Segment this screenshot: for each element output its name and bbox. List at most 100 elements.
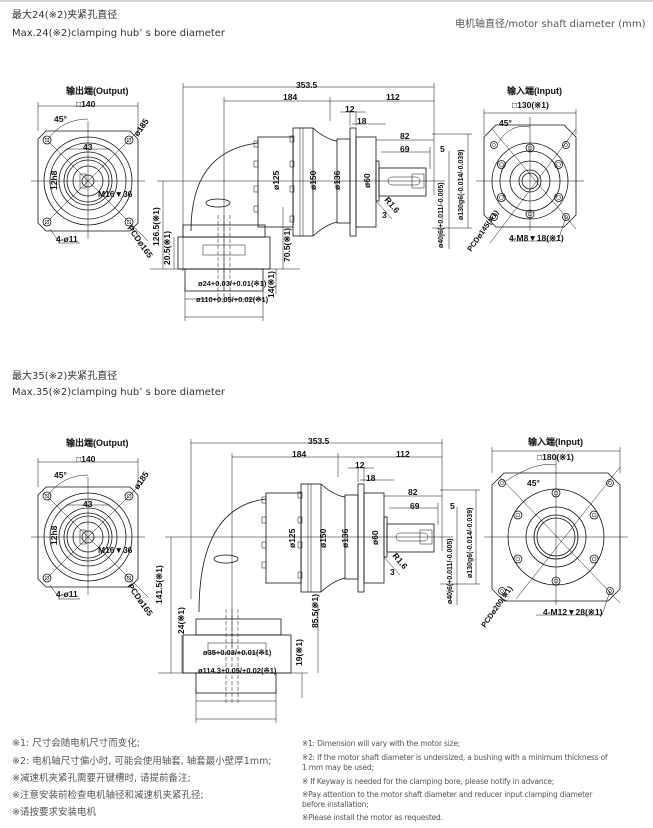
bolt-hole-icon: [513, 554, 523, 564]
mounting-hole-icon: [44, 219, 50, 225]
mounting-hole-icon: [124, 135, 134, 145]
input-view-title: 输入端(Input): [507, 85, 562, 96]
taper: [312, 127, 338, 237]
dim-bore: ø35+0.03/+0.01(※1): [203, 648, 272, 657]
mounting-hole-icon: [124, 217, 134, 227]
clamp-window: [207, 642, 267, 654]
mounting-hole-icon: [42, 135, 52, 145]
dim-112: 112: [396, 449, 410, 459]
input-square-dim: □180(※1): [537, 452, 574, 462]
mounting-hole-icon: [44, 575, 50, 581]
note-en-4: ※Pay attention to the motor shaft diamet…: [302, 790, 593, 799]
dim-h2: 20.5(※1): [162, 231, 172, 265]
note-en-2b: 1 mm may be used;: [302, 763, 374, 772]
bolt-hole-icon: [513, 510, 523, 520]
output-square-dim: □140: [76, 454, 96, 464]
bolt-head: [297, 516, 303, 524]
mounting-hole-icon: [42, 217, 52, 227]
mounting-hole-icon: [126, 219, 132, 225]
corner-hole-icon: [490, 141, 498, 149]
drawing-1-geometry: [31, 83, 584, 321]
input-shaft: [386, 523, 435, 553]
bolt-head: [261, 516, 267, 524]
diagonal: [489, 128, 577, 244]
dim-18: 18: [366, 473, 376, 483]
mounting-hole-icon: [44, 137, 50, 143]
input-angle: 45°: [499, 118, 512, 128]
dim-h1: 126.5(※1): [151, 207, 161, 246]
mounting-hole-icon: [126, 575, 132, 581]
dim-82: 82: [408, 487, 418, 497]
output-shaft-fit: 12h8: [49, 170, 59, 190]
output-view-title: 输出端(Output): [66, 437, 128, 448]
dim-d125: ø125: [287, 528, 297, 548]
dim-d136: ø136: [332, 170, 342, 190]
dim-d150: ø150: [308, 170, 318, 190]
note-cn-2: ※2: 电机轴尺寸偏小时, 可能会使用轴套, 轴套最小壁厚1mm;: [12, 756, 272, 767]
output-holes: 4-ø11: [56, 589, 78, 599]
leader: [601, 590, 611, 616]
bolt-hole-icon: [499, 162, 504, 167]
note-en-1: ※1: Dimension will vary with the motor s…: [302, 739, 461, 748]
bolt-head: [289, 215, 295, 223]
dim-d150: ø150: [318, 528, 328, 548]
corner-hole-icon: [562, 141, 570, 149]
dim-shaft: ø40j6(+0.011/-0.005): [438, 182, 445, 248]
bolt-head: [289, 135, 295, 143]
adapter-flange: [357, 483, 365, 593]
keyway-window: [213, 554, 239, 564]
corner-hole-icon: [500, 589, 504, 593]
bolt-head: [253, 160, 259, 168]
drawing-2-labels: 输出端(Output) □140 45° ø185 43 12h8 M16▼36…: [49, 436, 603, 675]
corner-hole-icon: [562, 213, 570, 221]
bolt-hole-icon: [515, 556, 521, 562]
bolt-head: [261, 496, 267, 504]
bolt-hole-icon: [591, 556, 597, 562]
note-en-2: ※2: If the motor shaft diameter is under…: [302, 753, 608, 762]
elbow-housing: [198, 498, 267, 613]
drawing-2-geometry: [31, 439, 628, 723]
output-square-dim: □140: [76, 99, 96, 109]
bolt-hole-icon: [591, 512, 597, 518]
dim-5: 5: [450, 501, 455, 511]
output-dia: ø185: [131, 116, 150, 138]
leader: [49, 228, 61, 244]
dim-h2: 24(※1): [176, 607, 186, 634]
corner-hole-icon: [606, 587, 614, 595]
input-pcd: PCDø200(※1): [479, 584, 514, 629]
dim-5: 5: [440, 144, 445, 154]
section-1-title-cn: 最大24(※2)夹紧孔直径: [12, 10, 118, 21]
output-thread: M16▼36: [98, 545, 133, 555]
leader: [383, 556, 401, 576]
input-thread: 4-M12▼28(※1): [543, 607, 603, 617]
bolt-head: [289, 160, 295, 168]
note-cn-1: ※1: 尺寸会随电机尺寸而变化;: [12, 738, 140, 749]
bolt-head: [253, 140, 259, 148]
dim-pilot: ø130g6(-0.014/-0.039): [458, 150, 465, 220]
dim-3: 3: [390, 567, 395, 577]
dim-d125: ø125: [271, 170, 281, 190]
diagonal: [43, 136, 149, 242]
shaft-end: [411, 173, 425, 189]
bolt-hole-icon: [554, 193, 563, 202]
corner-hole-icon: [608, 481, 612, 485]
diagonal: [491, 128, 577, 230]
dim-pilot: ø130g6(-0.014/-0.039): [467, 508, 474, 578]
output-shaft-fit: 12h8: [49, 525, 59, 545]
mounting-hole-icon: [42, 491, 52, 501]
dim-spigot: ø114.3+0.05/+0.02(※1): [198, 666, 277, 675]
angle-arc: [47, 474, 89, 496]
output-thread: M16▼36: [98, 189, 133, 199]
angle-arc: [47, 118, 89, 140]
bolt-head: [289, 185, 295, 193]
note-cn-4: ※注意安装前检查电机轴径和减速机夹紧孔径;: [12, 790, 204, 801]
bolt-head: [297, 491, 303, 499]
input-thread: 4-M8▼18(※1): [509, 233, 564, 243]
note-cn-3: ※减速机夹紧孔需要开键槽时, 请提前备注;: [12, 773, 191, 784]
dim-d136: ø136: [340, 528, 350, 548]
mounting-hole-icon: [42, 573, 52, 583]
unit-note: 电机轴直径/motor shaft diameter (mm): [455, 19, 646, 30]
bolt-hole-icon: [554, 160, 563, 169]
bolt-head: [297, 541, 303, 549]
bolt-head: [261, 561, 267, 569]
